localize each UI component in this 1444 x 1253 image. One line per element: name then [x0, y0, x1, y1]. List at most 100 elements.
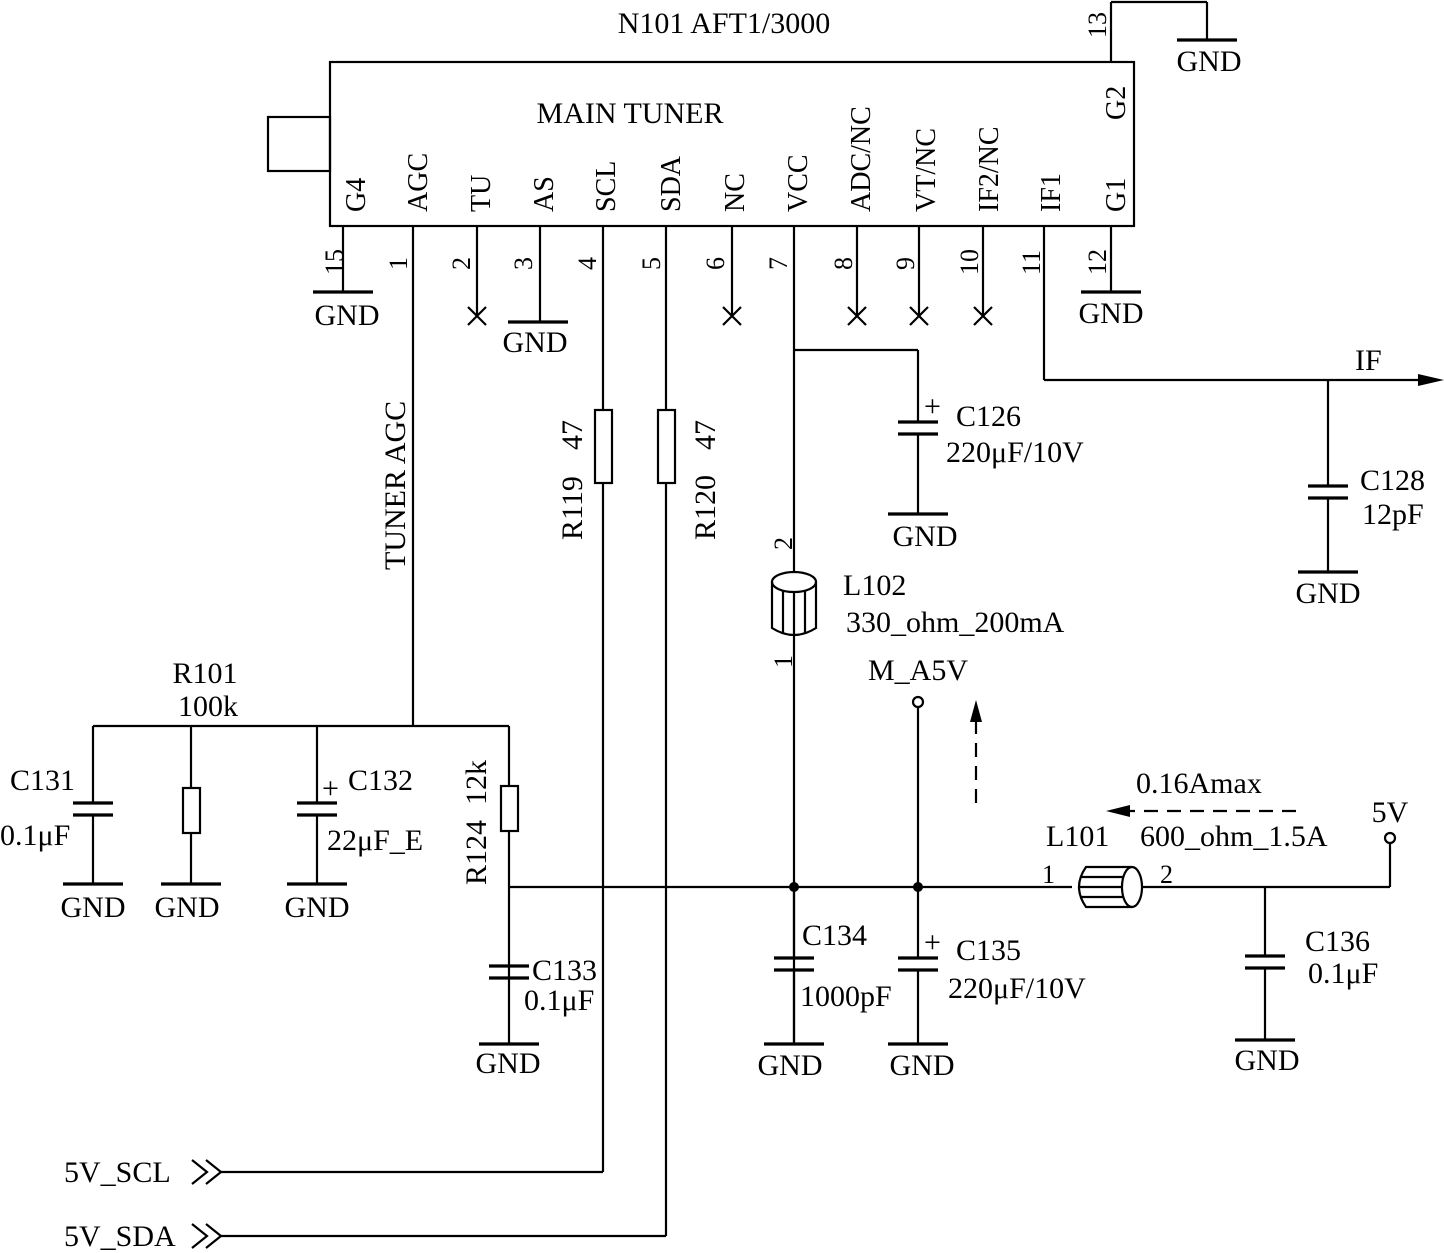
- c128-ref: C128: [1360, 464, 1425, 497]
- gnd-label: GND: [890, 1049, 955, 1082]
- c135-ref: C135: [956, 934, 1021, 967]
- c133-value: 0.1μF: [524, 984, 594, 1017]
- current-arrow-up-icon: [970, 700, 982, 722]
- pin-name-vt: VT/NC: [911, 128, 942, 212]
- supply-bus: 5V M_A5V 1 2 L101 600_ohm_1.5A 0.16Amax: [509, 654, 1409, 1082]
- l101-ref: L101: [1046, 820, 1109, 853]
- pin-name-nc: NC: [720, 173, 751, 212]
- r120-body: [656, 408, 677, 485]
- net-label-5v: 5V: [1372, 796, 1409, 829]
- c132-plus: +: [322, 772, 339, 805]
- pin-num-13: 13: [1083, 12, 1112, 38]
- r119-body: [593, 408, 614, 485]
- vcc-net: + C126 220μF/10V GND 2 1 L102 330_ohm_20…: [769, 226, 1084, 1044]
- if-arrow-icon: [1418, 374, 1444, 386]
- pin-num-15: 15: [320, 249, 349, 275]
- pin-num-3: 3: [509, 257, 538, 270]
- gnd-label: GND: [315, 299, 380, 332]
- gnd-label: GND: [476, 1047, 541, 1080]
- l101-value: 600_ohm_1.5A: [1140, 820, 1328, 853]
- c131-value: 0.1μF: [0, 819, 70, 852]
- c126-ref: C126: [956, 400, 1021, 433]
- gnd-label: GND: [1235, 1044, 1300, 1077]
- gnd-label: GND: [503, 326, 568, 359]
- gnd-label: GND: [285, 891, 350, 924]
- ic-name: MAIN TUNER: [537, 97, 724, 130]
- r120-ref: R120: [689, 475, 722, 540]
- r101-ref: R101: [172, 657, 237, 690]
- c126-value: 220μF/10V: [946, 436, 1084, 469]
- c132-value: 22μF_E: [327, 824, 423, 857]
- r101-body: [181, 786, 202, 835]
- gnd-label: GND: [1296, 577, 1361, 610]
- l102-pin2: 2: [769, 537, 798, 550]
- if-net: IF C128 12pF GND: [1042, 226, 1444, 610]
- pin-num-5: 5: [637, 257, 666, 270]
- pin-name-scl: SCL: [591, 161, 622, 212]
- current-arrow-left-icon: [1106, 805, 1130, 817]
- l102-value: 330_ohm_200mA: [846, 606, 1065, 639]
- r119-value: 47: [556, 420, 589, 450]
- c128-value: 12pF: [1362, 498, 1424, 531]
- pin-num-10: 10: [955, 249, 984, 275]
- pin-num-12: 12: [1083, 249, 1112, 275]
- l101-bead: [1077, 865, 1144, 909]
- pin-name-if2: IF2/NC: [974, 126, 1005, 212]
- gnd-label: GND: [893, 520, 958, 553]
- sda-port-symbol: [191, 1223, 223, 1249]
- pin-num-4: 4: [573, 257, 602, 270]
- gnd-label: GND: [758, 1049, 823, 1082]
- c126-plus: +: [924, 390, 941, 423]
- pin-name-tu: TU: [466, 175, 497, 212]
- pin-name-adc: ADC/NC: [846, 106, 877, 212]
- r124-value: 12k: [460, 760, 493, 805]
- pin-name-sda: SDA: [656, 155, 687, 212]
- tuner-module: N101 AFT1/3000 MAIN TUNER G4 AGC TU AS S…: [266, 7, 1136, 275]
- i2c-nets: R119 47 R120 47 5V_SCL 5V_SDA: [64, 226, 722, 1253]
- net-label-5v-scl: 5V_SCL: [64, 1156, 171, 1189]
- pin-num-7: 7: [764, 257, 793, 270]
- pin-num-9: 9: [891, 257, 920, 270]
- pin-name-as: AS: [529, 176, 560, 212]
- pin-name-g1: G1: [1101, 178, 1132, 212]
- c131-ref: C131: [10, 764, 75, 797]
- pin-num-1: 1: [384, 257, 413, 270]
- gnd-label: GND: [61, 891, 126, 924]
- net-label-5v-sda: 5V_SDA: [64, 1220, 176, 1253]
- r119-ref: R119: [556, 476, 589, 540]
- c133-ref: C133: [532, 954, 597, 987]
- pin-name-g4: G4: [341, 178, 372, 212]
- net-label-tuner-agc: TUNER AGC: [379, 401, 412, 570]
- net-label-m-a5v: M_A5V: [868, 654, 968, 687]
- r101-value: 100k: [178, 690, 238, 723]
- pin-leads: [313, 0, 1237, 326]
- pin-name-g2: G2: [1101, 86, 1132, 120]
- pin-name-vcc: VCC: [783, 154, 814, 212]
- current-annotation: 0.16Amax: [1136, 767, 1262, 800]
- l101-pin1: 1: [1042, 860, 1055, 889]
- net-label-if: IF: [1355, 344, 1382, 377]
- 5v-terminal: [1383, 831, 1397, 845]
- r124-ref: R124: [460, 820, 493, 885]
- l102-bead: [770, 570, 818, 637]
- gnd-labels-top: GND GND GND GND: [315, 45, 1242, 359]
- c136-ref: C136: [1305, 925, 1370, 958]
- c136-value: 0.1μF: [1308, 957, 1378, 990]
- gnd-label: GND: [1177, 45, 1242, 78]
- c134-value: 1000pF: [800, 980, 892, 1013]
- c132-ref: C132: [348, 764, 413, 797]
- ic-title: N101 AFT1/3000: [618, 7, 831, 40]
- pin-num-2: 2: [447, 257, 476, 270]
- gnd-label: GND: [155, 891, 220, 924]
- pin-name-if1: IF1: [1036, 173, 1067, 212]
- r120-value: 47: [689, 420, 722, 450]
- pin-name-agc: AGC: [403, 153, 434, 212]
- c135-value: 220μF/10V: [948, 972, 1086, 1005]
- c134-ref: C134: [802, 919, 867, 952]
- l102-pin1: 1: [769, 655, 798, 668]
- agc-net: TUNER AGC C131 0.1μF GND R101 100k GND +…: [0, 226, 597, 1080]
- scl-port-symbol: [191, 1159, 223, 1185]
- l101-pin2: 2: [1160, 860, 1173, 889]
- m-a5v-terminal: [911, 695, 925, 709]
